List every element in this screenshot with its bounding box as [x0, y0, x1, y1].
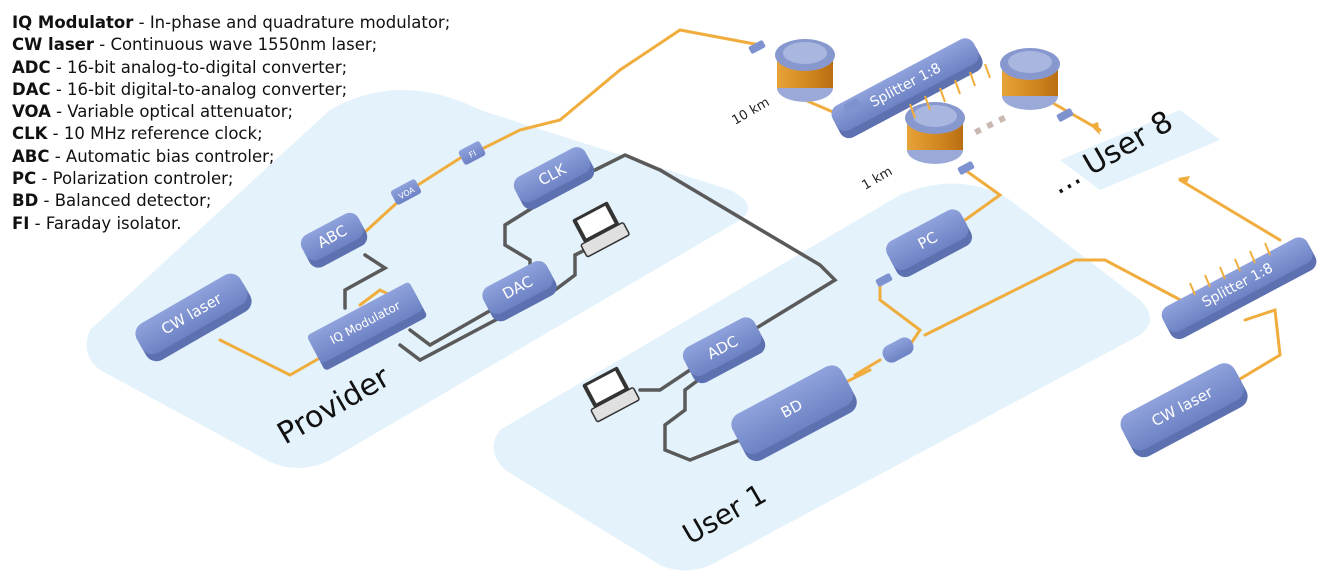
legend-item: CLK - 10 MHz reference clock; — [12, 124, 263, 144]
legend-item: ADC - 16-bit analog-to-digital converter… — [12, 57, 348, 77]
fiber-10km-label: 10 km — [730, 95, 773, 128]
fiber-coupler-splitter — [923, 258, 1192, 337]
connector-top — [748, 40, 766, 54]
fi-block: FI — [458, 141, 486, 165]
cable-clk-adc — [593, 153, 838, 337]
fiber-pc-coupler — [878, 283, 923, 347]
legend-item: IQ Modulator - In-phase and quadrature m… — [12, 13, 451, 32]
fiber-laser-splitter — [1228, 307, 1282, 387]
splitter-right-outputs — [1189, 242, 1271, 296]
ellipsis-dots — [973, 114, 1007, 136]
cable-iq-dac-2 — [398, 313, 507, 363]
cw-laser-user-block: CW laser — [1120, 363, 1248, 458]
legend-item: FI - Faraday isolator. — [12, 213, 182, 233]
clk-block: CLK — [513, 147, 595, 210]
fiber-laser-iq — [218, 338, 327, 377]
fiber-coupler-bd — [853, 358, 882, 377]
legend-item: CW laser - Continuous wave 1550nm laser; — [12, 35, 378, 55]
fiber-abc-voa — [363, 198, 402, 234]
legend-item: BD - Balanced detector; — [12, 191, 212, 211]
laptop-user-icon — [582, 366, 640, 423]
user8-zone — [1060, 110, 1220, 190]
connector-user8 — [1056, 108, 1074, 122]
fi-label: FI — [468, 149, 478, 160]
legend: IQ Modulator - In-phase and quadrature m… — [12, 12, 450, 235]
connector-splitter-top — [843, 98, 861, 112]
legend-item: PC - Polarization controler; — [12, 169, 234, 189]
fiber-1km-label: 1 km — [860, 164, 896, 193]
fiber-arrowheads — [1090, 122, 1190, 185]
spool-10km — [775, 39, 835, 102]
spool-1km — [905, 102, 965, 164]
abc-block: ABC — [300, 212, 368, 268]
electrical-cables — [343, 153, 838, 462]
coupler — [882, 337, 914, 363]
provider-zone — [86, 90, 748, 469]
connector-spool2 — [957, 161, 975, 175]
optical-fibers — [218, 28, 1282, 387]
adc-block: ADC — [682, 317, 766, 384]
splitter-right-block: Splitter 1:8 — [1161, 237, 1317, 340]
pc-block: PC — [886, 209, 973, 278]
voa-block: VOA — [390, 179, 422, 205]
fiber-spool2-pc — [963, 168, 1003, 222]
cw-laser-provider-block: CW laser — [135, 273, 252, 362]
fiber-voa-fi — [408, 153, 467, 192]
laptop-provider-icon — [572, 201, 630, 258]
fiber-fi-spool — [478, 28, 762, 152]
spool-user8 — [1000, 48, 1060, 110]
fiber-splitter-user8 — [1178, 178, 1282, 242]
cable-abc-iq — [343, 253, 389, 310]
cable-adc-laptop — [638, 368, 692, 392]
legend-item: VOA - Variable optical attenuator; — [12, 102, 294, 122]
dac-block: DAC — [482, 260, 557, 322]
legend-item: ABC - Automatic bias controler; — [12, 146, 275, 166]
cable-iq-dac — [408, 303, 502, 348]
legend-item: DAC - 16-bit digital-to-analog converter… — [12, 79, 348, 99]
splitter-top-outputs — [909, 63, 991, 119]
connector-pc-left — [875, 273, 893, 287]
cable-adc-bd — [663, 373, 742, 462]
bd-block: BD — [731, 365, 857, 462]
